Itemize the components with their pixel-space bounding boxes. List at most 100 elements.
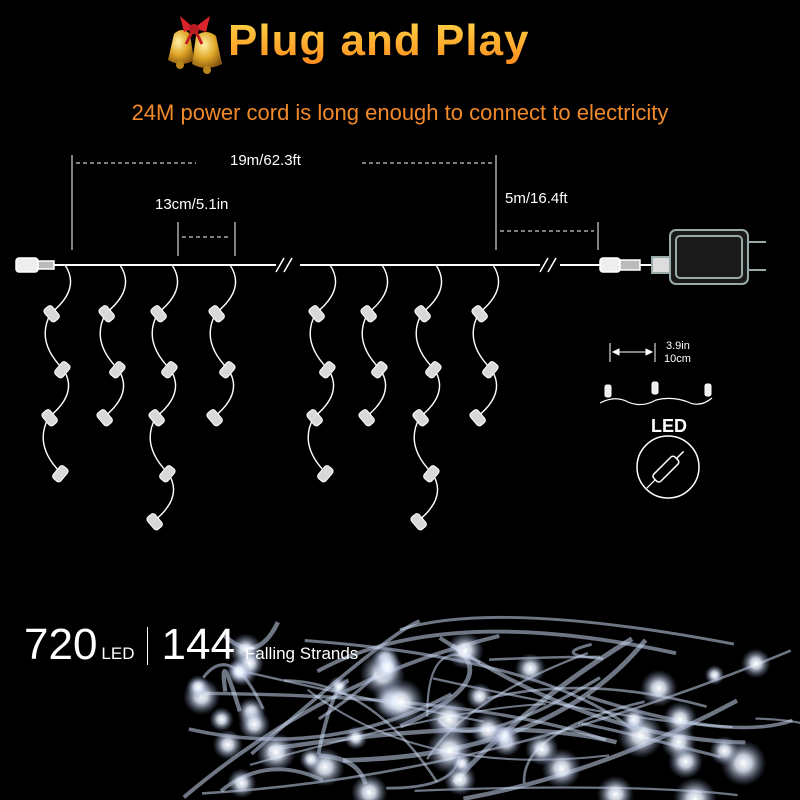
led-bulb-icon	[43, 305, 60, 323]
icicle-strand	[149, 264, 179, 522]
led-bulb-icon	[54, 361, 71, 379]
glowing-led	[226, 659, 252, 684]
led-bulb-icon	[159, 465, 176, 483]
glowing-led	[372, 652, 403, 682]
glowing-led	[451, 752, 474, 775]
led-bulb-icon	[219, 361, 236, 379]
led-bulb-icon	[482, 361, 499, 379]
led-string-photo	[182, 615, 800, 800]
led-bulb-icon	[41, 409, 58, 427]
glowing-led	[226, 768, 257, 799]
led-spacing-inset	[599, 343, 713, 406]
strand-spacing-label: 13cm/5.1in	[155, 196, 229, 213]
glowing-led	[212, 729, 243, 760]
glowing-led	[673, 777, 717, 800]
glowing-led	[328, 675, 350, 698]
wire	[221, 669, 242, 712]
led-bulb-icon	[148, 409, 165, 427]
led-bulb-icon	[52, 465, 69, 483]
glowing-led	[740, 648, 771, 679]
wire	[316, 629, 677, 673]
wire	[462, 698, 739, 800]
led-count: 720	[24, 620, 98, 669]
icicle-strand	[413, 264, 443, 522]
led-bulb-icon	[319, 361, 336, 379]
glowing-led	[446, 631, 484, 670]
glowing-led	[350, 773, 388, 800]
glowing-led	[238, 708, 271, 741]
total-length-label: 19m/62.3ft	[230, 152, 301, 169]
wire	[304, 638, 635, 732]
power-adapter-icon	[651, 229, 766, 285]
glowing-led	[514, 653, 546, 685]
glowing-led	[596, 775, 634, 800]
icicle-strands	[42, 264, 500, 522]
led-spacing-cm-label: 10cm	[664, 353, 691, 365]
subtitle: 24M power cord is long enough to connect…	[131, 100, 669, 125]
main-cord	[54, 257, 670, 273]
glowing-led	[524, 732, 559, 767]
icicle-strand	[99, 264, 127, 418]
icicle-strand	[209, 264, 237, 418]
glowing-led	[186, 675, 210, 699]
glowing-led	[470, 712, 506, 748]
left-connector	[15, 257, 55, 273]
led-bulb-icon	[412, 409, 429, 427]
wire	[201, 649, 792, 795]
dimension-lines	[71, 155, 599, 256]
wire	[755, 717, 800, 725]
wire	[399, 615, 735, 646]
glowing-led	[620, 706, 648, 734]
led-bulb-icon	[96, 409, 113, 427]
glowing-led	[377, 678, 425, 726]
strand-count: 144	[161, 620, 235, 669]
glowing-led	[426, 696, 472, 742]
lead-cord-label: 5m/16.4ft	[505, 190, 568, 207]
led-bulb-icon	[358, 409, 375, 427]
bells-icon	[160, 10, 232, 80]
led-bulb-icon	[98, 305, 115, 323]
led-bulb-icon	[425, 361, 442, 379]
glowing-led	[209, 707, 234, 732]
led-bulb-icon	[414, 305, 431, 323]
led-bulb-icon	[360, 305, 377, 323]
led-bulb-icon	[471, 305, 488, 323]
glowing-led	[709, 735, 740, 766]
strand-word: Falling Strands	[244, 644, 359, 663]
glowing-led	[662, 701, 698, 737]
led-bulb-icon	[306, 409, 323, 427]
led-word: LED	[101, 644, 135, 663]
led-bulb-icon	[317, 465, 334, 483]
wire	[284, 679, 439, 783]
icicle-strand	[472, 264, 500, 418]
led-bulb-icon	[161, 361, 178, 379]
led-bulb-icon	[410, 513, 427, 531]
led-bulb-icon	[146, 513, 163, 531]
led-bulb-icon	[308, 305, 325, 323]
led-inset-label: LED	[651, 416, 687, 436]
led-bulb-icon	[423, 465, 440, 483]
page-title: Plug and Play	[228, 16, 530, 65]
glowing-led	[640, 669, 678, 707]
glowing-led	[704, 665, 725, 686]
right-connector	[599, 257, 641, 273]
glowing-led	[299, 747, 323, 771]
glowing-led	[466, 682, 494, 710]
led-bulb-icon	[109, 361, 126, 379]
stats-divider	[146, 627, 148, 665]
led-bulbs	[41, 305, 499, 531]
led-bulb-icon	[371, 361, 388, 379]
glowing-led	[343, 725, 368, 750]
led-bulb-icon	[469, 409, 486, 427]
led-closeup-icon	[636, 435, 700, 499]
glowing-led	[256, 732, 296, 773]
led-bulb-icon	[150, 305, 167, 323]
icicle-strand	[361, 264, 389, 418]
led-bulb-icon	[208, 305, 225, 323]
wire	[250, 619, 421, 756]
led-bulb-icon	[206, 409, 223, 427]
led-spacing-in-label: 3.9in	[666, 340, 690, 352]
wire	[571, 642, 604, 661]
